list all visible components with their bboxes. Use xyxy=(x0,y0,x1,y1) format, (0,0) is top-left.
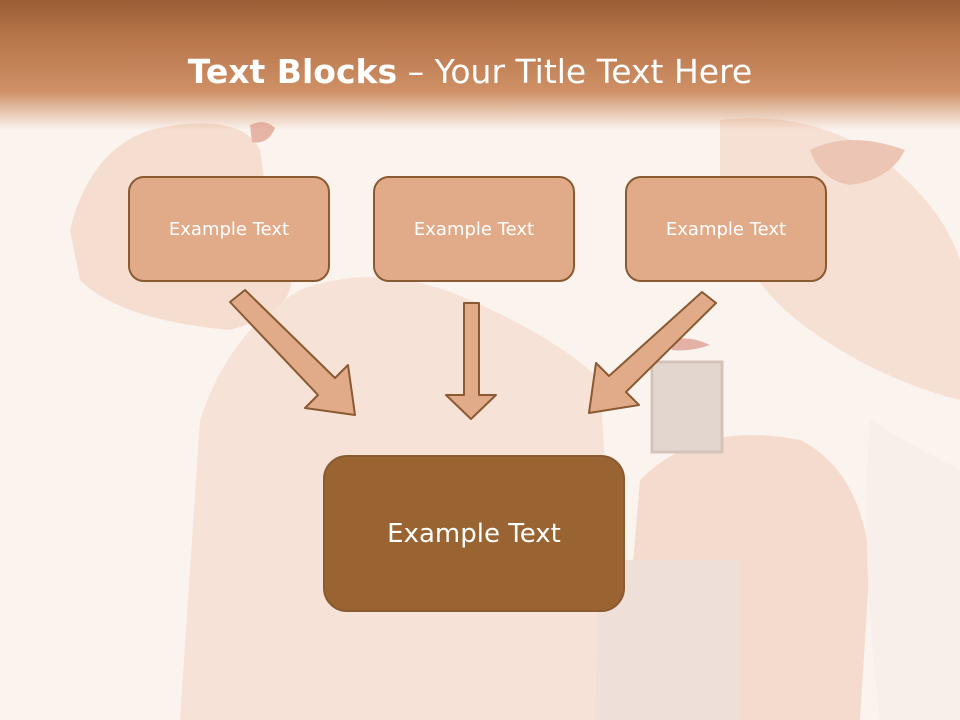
text-box-top-left: Example Text xyxy=(128,176,330,282)
text-box-top-left-label: Example Text xyxy=(168,218,290,240)
arrow-center xyxy=(445,302,497,420)
text-box-top-center-label: Example Text xyxy=(413,218,535,240)
title-separator: – xyxy=(397,52,435,91)
page-title: Text Blocks – Your Title Text Here xyxy=(0,52,940,91)
title-bold: Text Blocks xyxy=(187,52,398,91)
arrow-left xyxy=(229,289,356,416)
text-box-bottom: Example Text xyxy=(323,455,625,612)
text-box-top-right: Example Text xyxy=(625,176,827,282)
arrow-right xyxy=(588,291,717,414)
title-rest: Your Title Text Here xyxy=(434,52,753,91)
text-box-top-center: Example Text xyxy=(373,176,575,282)
text-box-bottom-label: Example Text xyxy=(387,518,561,549)
title-bar: Text Blocks – Your Title Text Here xyxy=(0,0,960,130)
text-box-top-right-label: Example Text xyxy=(665,218,787,240)
